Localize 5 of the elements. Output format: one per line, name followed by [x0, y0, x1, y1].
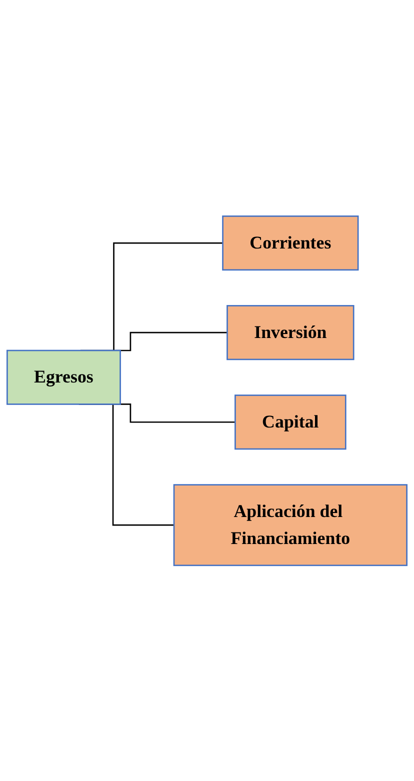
- node-box: Inversión: [226, 304, 354, 360]
- node-box: Aplicación del Financiamiento: [173, 484, 408, 566]
- node-box: Corrientes: [222, 215, 359, 270]
- node-box: Capital: [234, 394, 346, 450]
- node-box: Egresos: [6, 350, 121, 405]
